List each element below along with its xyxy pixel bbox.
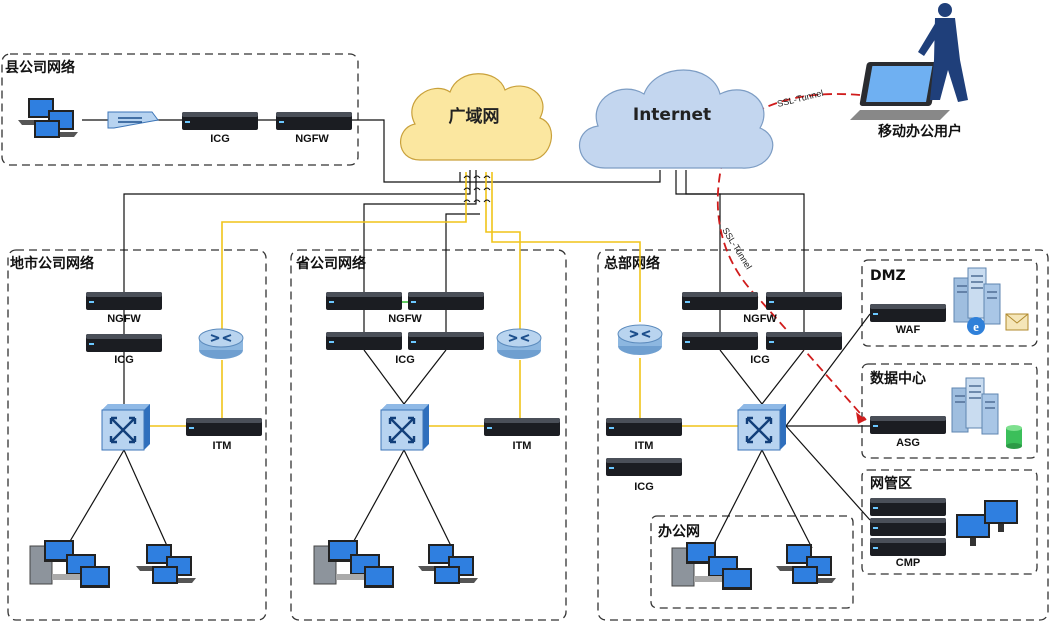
city-router-icon	[198, 328, 244, 360]
prov-ngfw-label: NGFW	[388, 313, 422, 325]
prov-itm-label: ITM	[513, 440, 532, 452]
monitors-icon	[956, 500, 1018, 546]
dmz-zone	[861, 259, 1038, 347]
cmp-rack-a-icon	[870, 498, 946, 516]
hq-title: 总部网络	[604, 255, 660, 272]
prov-icg-label: ICG	[395, 354, 415, 366]
dmz-title: DMZ	[870, 268, 906, 284]
city-itm-icon	[186, 418, 262, 436]
internet-label: Internet	[633, 105, 711, 125]
hq-ngfw-b-icon	[766, 292, 842, 310]
datacenter-title: 数据中心	[870, 370, 926, 387]
wan-cloud: 广域网	[400, 73, 552, 161]
nms-zone	[861, 469, 1038, 575]
hq-icg-b-icon	[766, 332, 842, 350]
prov-itm-icon	[484, 418, 560, 436]
database-icon	[1006, 425, 1022, 449]
county-switch-icon	[107, 111, 159, 129]
city-itm-label: ITM	[213, 440, 232, 452]
wan-label: 广域网	[449, 106, 500, 127]
city-ngfw-icon	[86, 292, 162, 310]
internet-cloud: Internet	[579, 69, 774, 169]
county-ngfw-icon	[276, 112, 352, 130]
tunnel-label-top: SSL-Tunnel	[776, 88, 824, 109]
prov-switch-icon	[379, 402, 431, 452]
wan-links	[148, 172, 738, 427]
hq-itm-icon	[606, 418, 682, 436]
datacenter-zone	[861, 363, 1038, 459]
city-switch-icon	[100, 402, 152, 452]
prov-pcs-icon	[313, 539, 395, 589]
city-icg-icon	[86, 334, 162, 352]
cmp-rack-c-icon	[870, 538, 946, 556]
city-title: 地市公司网络	[10, 255, 94, 272]
nms-title: 网管区	[870, 475, 912, 492]
ssl-tunnel-path	[716, 119, 867, 421]
cmp-rack-b-icon	[870, 518, 946, 536]
city-icg-label: ICG	[114, 354, 134, 366]
svg-text:e: e	[973, 319, 979, 334]
hq-itm-label: ITM	[635, 440, 654, 452]
prov-router-icon	[496, 328, 542, 360]
county-ngfw-label: NGFW	[295, 133, 329, 145]
wan-crossings	[463, 175, 491, 203]
county-icg-icon	[182, 112, 258, 130]
hq-switch-icon	[736, 402, 788, 452]
asg-label: ASG	[896, 437, 920, 449]
office-title: 办公网	[658, 523, 700, 540]
asg-icon	[870, 416, 946, 434]
city-ngfw-label: NGFW	[107, 313, 141, 325]
province-title: 省公司网络	[295, 255, 366, 272]
hq-icg-a-icon	[682, 332, 758, 350]
office-laptops-icon	[776, 544, 836, 584]
office-pcs-icon	[671, 541, 753, 591]
ie-icon: e	[967, 317, 985, 335]
cmp-label: CMP	[896, 557, 920, 569]
hq-ngfw-label: NGFW	[743, 313, 777, 325]
waf-label: WAF	[896, 324, 921, 336]
province-zone	[290, 249, 567, 621]
wired-links	[65, 119, 871, 549]
mail-icon	[1005, 313, 1029, 331]
datacenter-servers-icon	[951, 377, 999, 435]
hq-ngfw-a-icon	[682, 292, 758, 310]
prov-laptops-icon	[418, 544, 478, 584]
prov-ngfw-a-icon	[326, 292, 402, 310]
city-zone	[7, 249, 267, 621]
hq-icg-label: ICG	[750, 354, 770, 366]
city-laptops-icon	[136, 544, 196, 584]
waf-icon	[870, 304, 946, 322]
ssl-tunnel-mobile	[759, 93, 861, 111]
prov-ngfw-b-icon	[408, 292, 484, 310]
mobile-user-label: 移动办公用户	[878, 123, 962, 140]
hq-router-icon	[617, 324, 663, 356]
hq-zone	[597, 249, 1049, 621]
city-pcs-icon	[29, 539, 111, 589]
dmz-servers-icon	[953, 267, 1001, 325]
county-zone	[1, 53, 359, 166]
hq-icg-standalone-icon	[606, 458, 682, 476]
hq-icg2-label: ICG	[634, 481, 654, 493]
person-icon	[918, 3, 968, 102]
prov-icg-a-icon	[326, 332, 402, 350]
county-icg-label: ICG	[210, 133, 230, 145]
office-zone	[650, 515, 854, 609]
prov-icg-b-icon	[408, 332, 484, 350]
county-title: 县公司网络	[5, 59, 75, 76]
county-laptops-icon	[18, 98, 78, 138]
mobile-user	[850, 3, 968, 120]
